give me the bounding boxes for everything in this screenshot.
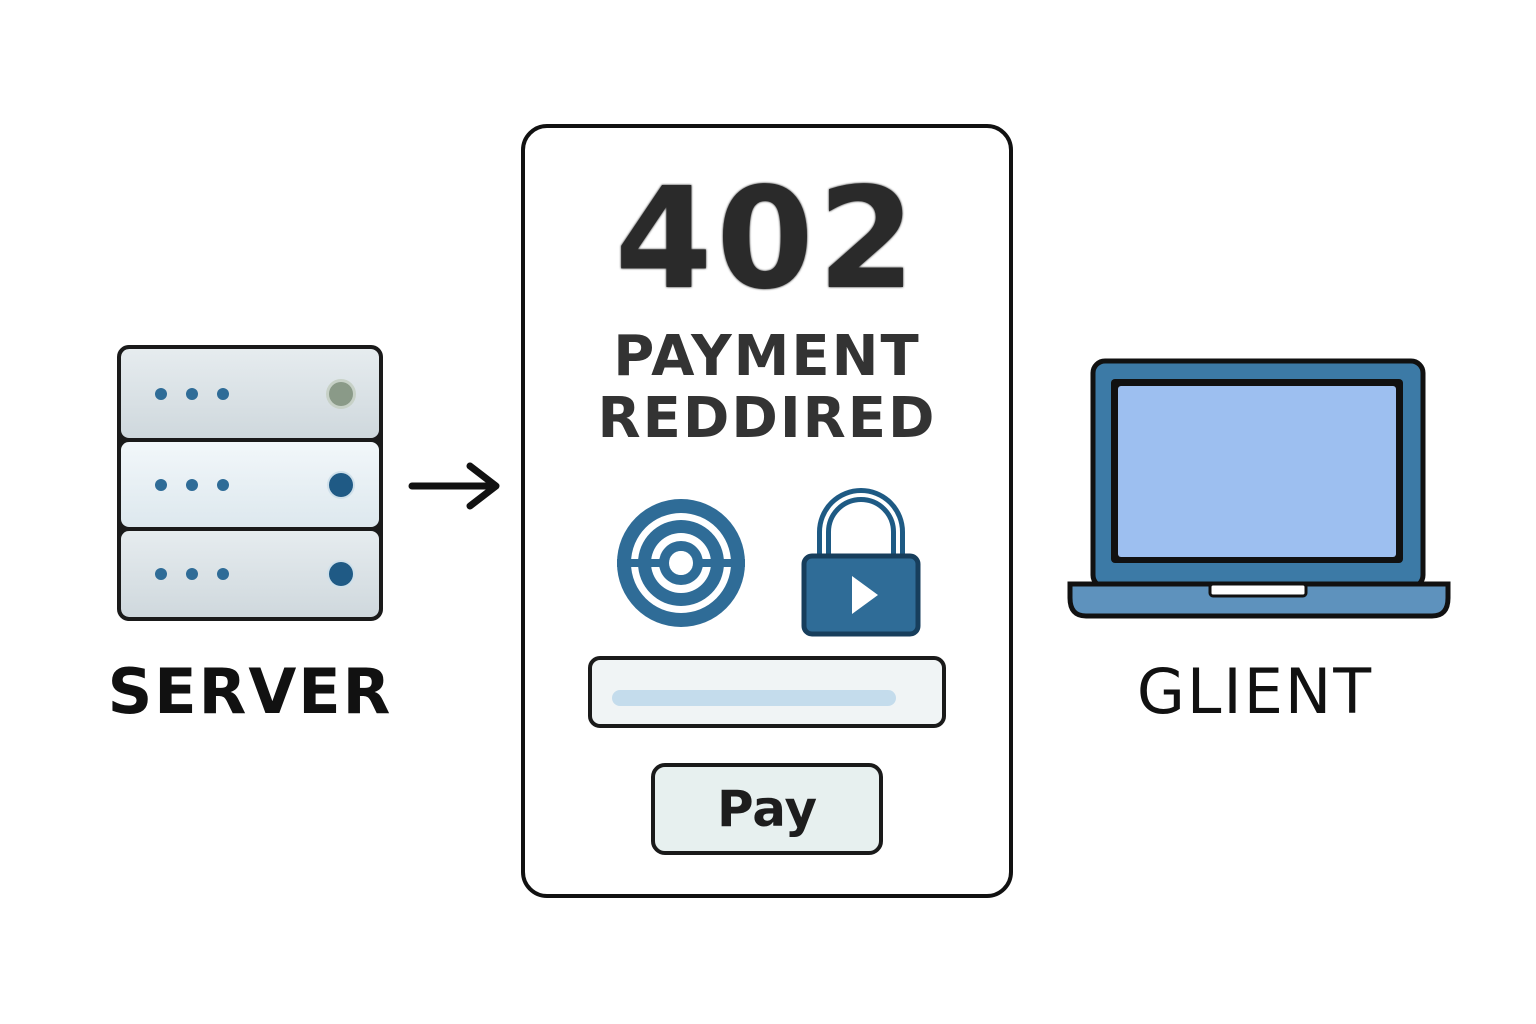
status-code: 402	[614, 158, 920, 321]
pay-button[interactable]: Pay	[651, 763, 883, 855]
payment-input[interactable]	[588, 656, 946, 728]
server-rack-icon	[117, 345, 383, 621]
server-unit	[121, 442, 379, 527]
status-led	[329, 562, 353, 586]
status-message-line1: PAYMENT	[613, 324, 921, 389]
server-unit	[121, 531, 379, 617]
status-led	[329, 381, 353, 406]
client-label: GLIENT	[1136, 655, 1374, 728]
input-placeholder-bar	[612, 690, 896, 706]
target-icon	[617, 499, 745, 627]
status-led	[329, 472, 353, 497]
arrow-right-icon	[408, 462, 500, 510]
padlock-icon	[801, 488, 921, 637]
server-unit	[121, 349, 379, 438]
laptop-icon	[1067, 358, 1451, 619]
status-message-line2: REDDIRED	[597, 386, 937, 451]
server-label: SERVER	[107, 655, 393, 728]
status-message: PAYMENT REDDIRED	[521, 326, 1013, 450]
